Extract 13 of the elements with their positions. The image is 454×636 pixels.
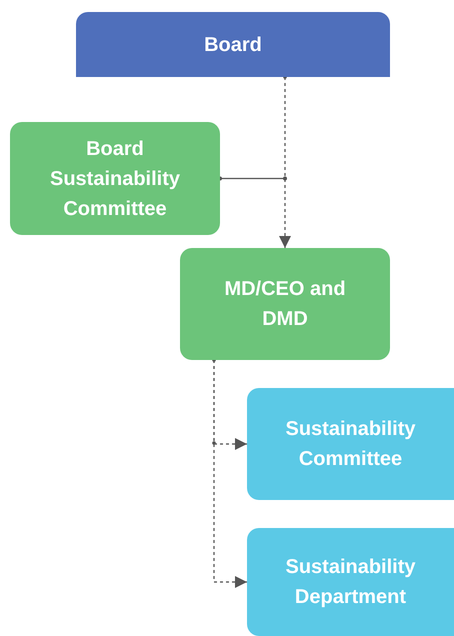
org-box xyxy=(247,388,454,500)
connector xyxy=(218,176,287,180)
box-label: Board xyxy=(204,32,262,58)
org-box xyxy=(10,122,220,235)
box-label: Sustainability Committee xyxy=(284,417,417,472)
org-box xyxy=(247,528,454,636)
org-box xyxy=(76,12,390,77)
box-label: Board Sustainability Committee xyxy=(48,136,182,222)
box-label: Sustainability Department xyxy=(284,555,417,610)
connector xyxy=(279,77,291,248)
org-box xyxy=(180,248,390,360)
box-label: MD/CEO and DMD xyxy=(223,277,347,332)
connector xyxy=(213,360,247,588)
